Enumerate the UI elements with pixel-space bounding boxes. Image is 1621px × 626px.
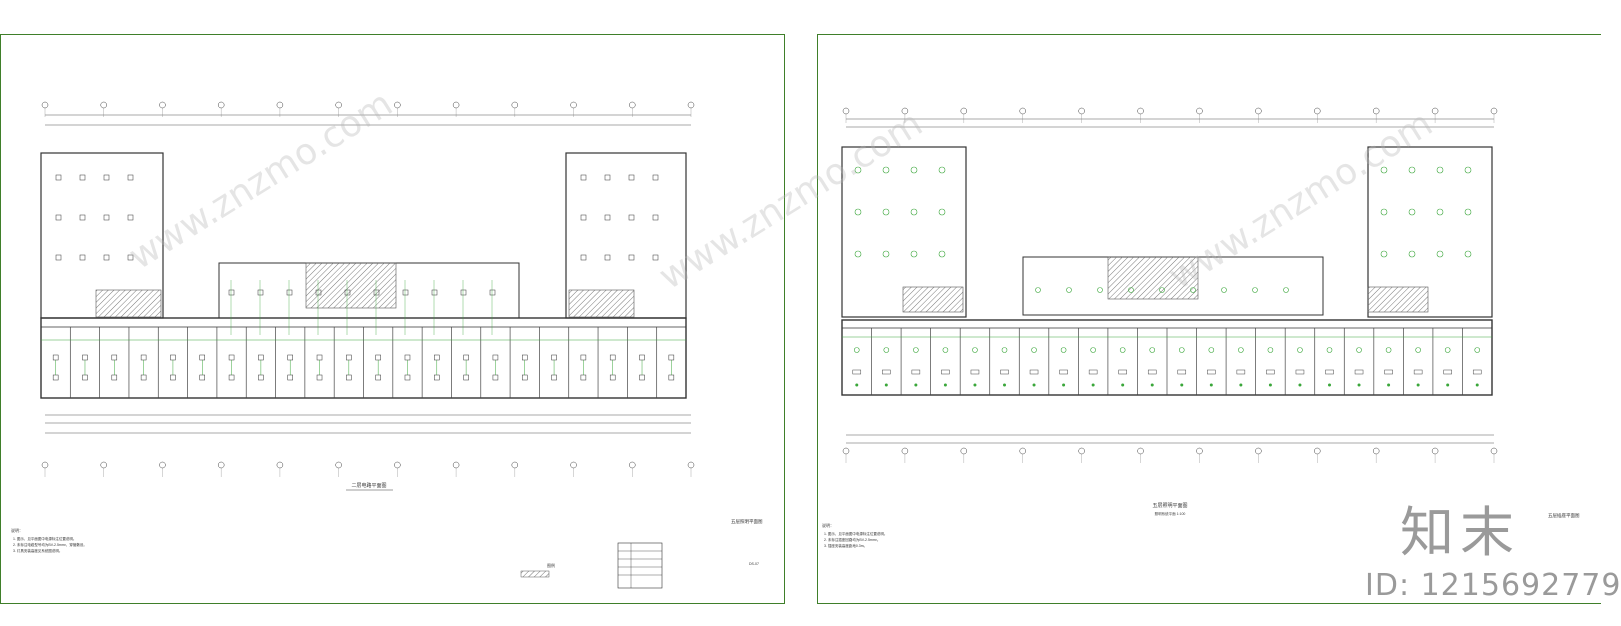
room-partitions [871, 328, 1463, 395]
note-line: 2. 未标注电缆型号均为BV-2.5mm²，穿管敷设。 [13, 542, 87, 547]
note-line: 1. 图示，见平面图中电源标注位置说明。 [824, 531, 887, 536]
drawing-caption: 二层电路平面图 [351, 482, 386, 489]
note-line: 1. 图示，见平面图中电源标注位置说明。 [13, 536, 76, 541]
grid-bubbles-top [41, 101, 695, 117]
brand-logo: 知末 [1400, 501, 1520, 564]
room-partitions [69, 327, 658, 398]
title-block: 五层照明平面图 [731, 519, 763, 525]
grid-bubbles-bottom [842, 447, 1498, 463]
drawing-sheet-left: 二层电路平面图 说明： 1. 图示，见平面图中电源标注位置说明。 2. 未标注电… [0, 34, 785, 604]
notes-heading: 说明： [11, 527, 23, 533]
grid-bubbles-top [842, 107, 1498, 123]
drawing-caption: 五层照明平面图 [1152, 503, 1187, 509]
drawing-subcaption: 照明系统平面 1:100 [1155, 511, 1186, 516]
note-line: 3. 插座安装高度距地0.3m。 [824, 543, 867, 548]
floor-plan-right: 五层照明平面图 照明系统平面 1:100 说明： 1. 图示，见平面图中电源标注… [822, 107, 1580, 548]
drawing-id: ID: 1215692779 [1365, 568, 1621, 603]
note-line: 2. 未标注插座回路均为BV-2.5mm²。 [824, 537, 880, 542]
legend-title: 图例 [547, 562, 555, 568]
title-block: 五层插座平面图 [1548, 512, 1580, 519]
grid-bubbles-bottom [41, 461, 695, 477]
legend-table [617, 542, 663, 589]
drawing-sheet-right: 五层照明平面图 照明系统平面 1:100 说明： 1. 图示，见平面图中电源标注… [817, 34, 1601, 604]
page-number: DS-07 [749, 562, 759, 566]
furniture-and-outlets [842, 166, 1492, 387]
floor-plan-left: 二层电路平面图 说明： 1. 图示，见平面图中电源标注位置说明。 2. 未标注电… [11, 101, 763, 589]
lighting-circuits [41, 174, 686, 381]
note-line: 3. 灯具安装高度见系统图说明。 [13, 548, 62, 553]
notes-heading: 说明： [822, 522, 834, 528]
